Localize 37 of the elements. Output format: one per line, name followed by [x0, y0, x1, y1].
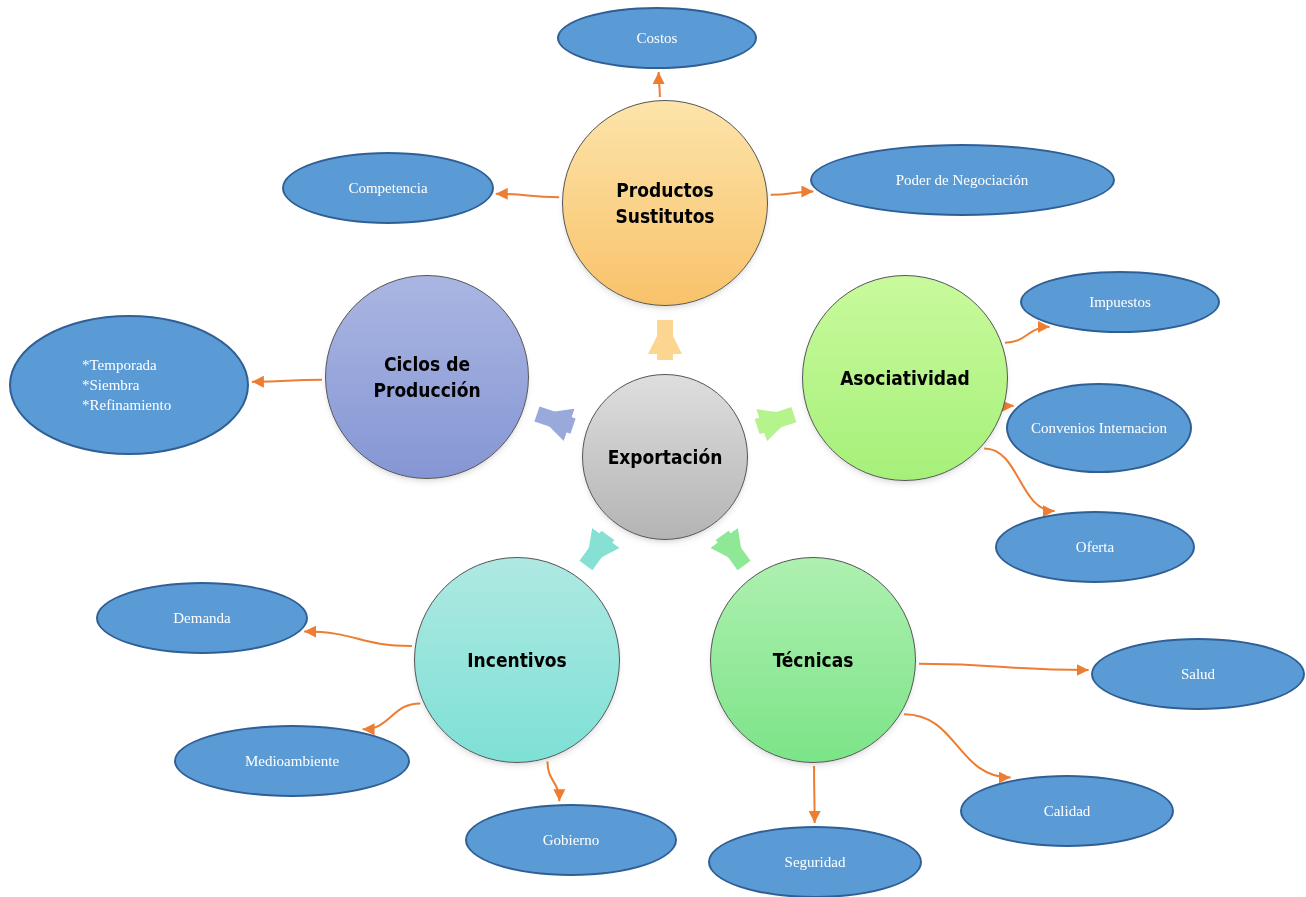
node-label: *Refinamiento	[81, 396, 173, 415]
arrow	[652, 71, 665, 99]
arrow	[1001, 399, 1015, 412]
node-label: Incentivos	[466, 648, 568, 673]
node-label: Asociatividad	[839, 366, 971, 391]
node-label: Ciclos de Producción	[372, 352, 482, 403]
arrow	[754, 406, 797, 442]
node-label: Salud	[1179, 665, 1217, 684]
node-label: *Siembra	[81, 376, 141, 395]
node-label: Exportación	[606, 445, 724, 470]
node-label: Demanda	[172, 609, 232, 628]
arrow	[710, 527, 751, 571]
arrow	[303, 625, 413, 647]
node-label: Poder de Negociación	[894, 171, 1030, 190]
arrow	[361, 702, 422, 735]
arrow	[579, 527, 620, 571]
arrow	[534, 406, 576, 441]
arrow	[546, 760, 565, 803]
node-label: Seguridad	[783, 853, 847, 872]
arrow	[983, 447, 1056, 516]
node-label: Convenios Internacion	[1029, 419, 1169, 438]
arrow	[494, 187, 561, 200]
arrow	[808, 765, 821, 824]
node-label: *Temporada	[81, 356, 158, 375]
node-label: Impuestos	[1088, 293, 1152, 312]
node-label: Competencia	[347, 179, 429, 198]
arrow	[648, 320, 682, 360]
arrow	[1003, 321, 1051, 344]
arrow	[250, 375, 324, 388]
node-label: Oferta	[1074, 538, 1116, 557]
node-label: Técnicas	[771, 648, 855, 673]
node-label: Costos	[635, 29, 679, 48]
node-label: Calidad	[1042, 802, 1092, 821]
node-label: Medioambiente	[243, 752, 341, 771]
node-label: Gobierno	[541, 831, 601, 850]
node-label: Productos Sustitutos	[614, 178, 716, 229]
arrow	[917, 662, 1090, 676]
